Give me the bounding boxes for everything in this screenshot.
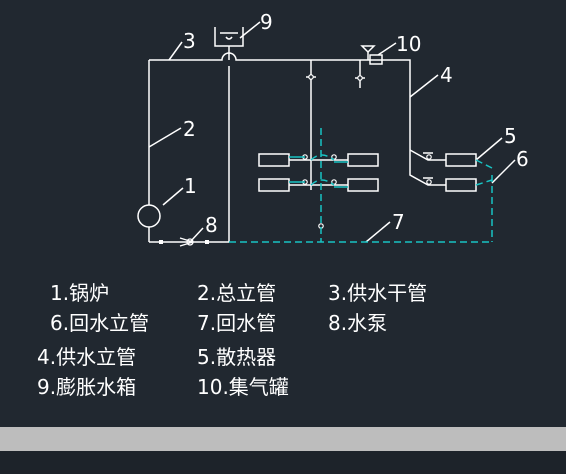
return-branch (310, 179, 335, 186)
return-branch (475, 159, 493, 169)
leader-line (162, 187, 184, 206)
legend-item-pump: 8.水泵 (328, 311, 388, 335)
leader-line (377, 42, 397, 56)
pipe-joint (159, 240, 163, 244)
boiler-symbol (137, 204, 161, 228)
legend-item-supply-riser: 4.供水立管 (37, 345, 137, 369)
callout-6: 6 (516, 147, 529, 171)
callout-3: 3 (183, 29, 196, 53)
legend-item-radiator: 5.散热器 (197, 345, 277, 369)
return-connectors (289, 156, 348, 188)
callout-7: 7 (392, 210, 405, 234)
legend-item-air-collector: 10.集气罐 (197, 375, 289, 399)
status-bar (0, 427, 566, 451)
radiator (445, 153, 477, 167)
leader-line (365, 221, 391, 243)
callout-9: 9 (260, 10, 273, 34)
bottom-strip (0, 451, 566, 474)
pump-symbol (179, 237, 196, 247)
supply-piping (148, 21, 516, 243)
legend-item-expansion-tank: 9.膨胀水箱 (37, 375, 137, 399)
callout-10: 10 (396, 32, 421, 56)
legend-item-main-riser: 2.总立管 (197, 281, 277, 305)
radiator (258, 178, 290, 192)
radiator (347, 178, 379, 192)
leader-line (168, 41, 183, 61)
callout-2: 2 (183, 117, 196, 141)
callout-5: 5 (504, 124, 517, 148)
legend-item-return-pipe: 7.回水管 (197, 311, 277, 335)
right-branch-lower (409, 150, 446, 186)
callout-1: 1 (184, 174, 197, 198)
expansion-tank-symbol (214, 27, 244, 47)
radiator (445, 178, 477, 192)
right-branch-upper (409, 149, 446, 161)
callout-8: 8 (205, 213, 218, 237)
return-branch (475, 179, 493, 186)
radiator (347, 153, 379, 167)
legend-item-return-riser: 6.回水立管 (50, 311, 150, 335)
air-collector-symbol (360, 45, 383, 65)
legend-item-boiler: 1.锅炉 (50, 281, 110, 305)
pipe-joint (205, 240, 209, 244)
return-branch (310, 154, 335, 161)
supply-main-pipe (149, 52, 411, 150)
leader-line (491, 159, 516, 184)
leader-line (148, 127, 182, 148)
return-piping (229, 128, 493, 243)
legend-item-supply-main: 3.供水干管 (328, 281, 428, 305)
leader-line (409, 74, 439, 98)
leader-line (475, 137, 503, 161)
callout-4: 4 (440, 63, 453, 87)
radiator (258, 153, 290, 167)
